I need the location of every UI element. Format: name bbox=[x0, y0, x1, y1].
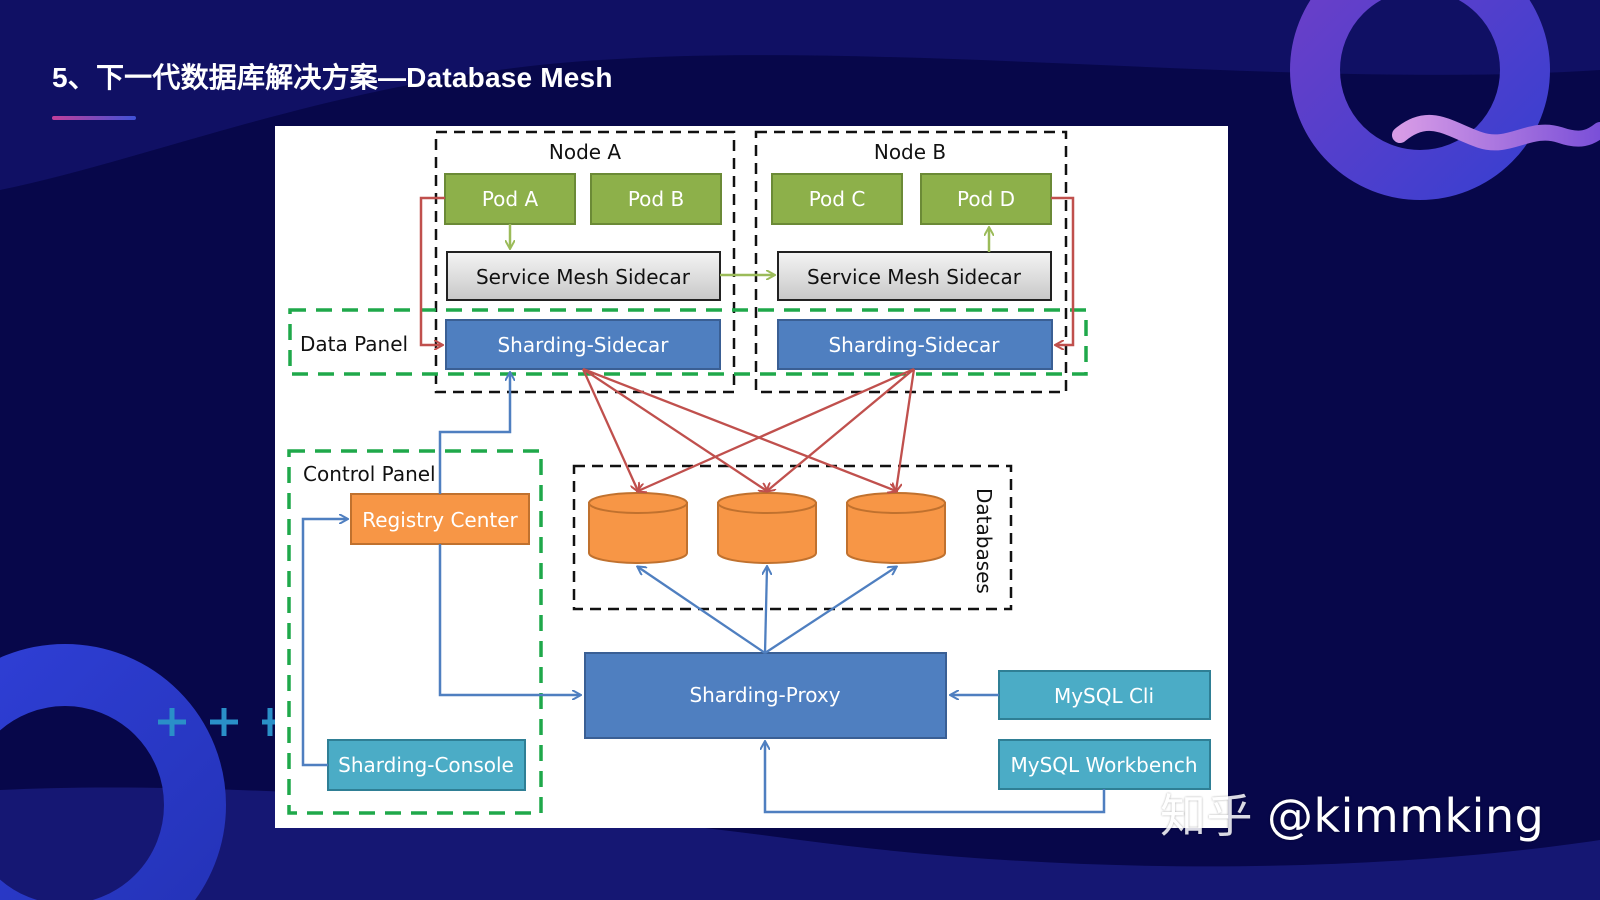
sidecar-to-db-arrows bbox=[581, 367, 916, 491]
sharding-proxy-label: Sharding-Proxy bbox=[689, 683, 840, 707]
service-mesh-sidecar-b-label: Service Mesh Sidecar bbox=[807, 265, 1022, 289]
decor-ring-top bbox=[1290, 0, 1550, 200]
database-cylinder[interactable] bbox=[717, 492, 817, 564]
data-panel-container bbox=[288, 308, 1088, 376]
sidecar-to-db-arrow bbox=[581, 368, 638, 491]
service-mesh-sidecar-a-label: Service Mesh Sidecar bbox=[476, 265, 691, 289]
proxy-to-db-arrows bbox=[638, 567, 896, 654]
proxy-to-db-arrow bbox=[638, 567, 766, 654]
databases-label: Databases bbox=[972, 488, 996, 594]
sidecar-to-db-arrow bbox=[582, 367, 896, 491]
decor-plus-signs bbox=[158, 708, 276, 736]
control-panel-container bbox=[287, 449, 543, 815]
data-panel-label: Data Panel bbox=[300, 332, 408, 356]
sharding-sidecar-b-label: Sharding-Sidecar bbox=[828, 333, 1000, 357]
bg-wave-top bbox=[0, 0, 1600, 190]
title-underline bbox=[52, 116, 136, 120]
pod-d-label: Pod D bbox=[957, 187, 1015, 211]
sidecar-to-db-arrow bbox=[582, 368, 767, 491]
registry-center[interactable]: Registry Center bbox=[350, 493, 530, 545]
architecture-diagram: Node A Node B Data Panel Pod A Pod B Pod… bbox=[275, 126, 1228, 828]
node-a-container bbox=[434, 130, 736, 394]
node-b-label: Node B bbox=[874, 140, 946, 164]
database-cylinder[interactable] bbox=[846, 492, 946, 564]
service-mesh-sidecar-a[interactable]: Service Mesh Sidecar bbox=[446, 251, 721, 301]
mysql-cli-label: MySQL Cli bbox=[1054, 684, 1154, 708]
arrow-pod-a-to-sharding-sidecar bbox=[419, 196, 445, 345]
control-panel-label: Control Panel bbox=[303, 462, 436, 486]
proxy-to-db-arrow bbox=[765, 567, 767, 654]
arrow-registry-to-proxy bbox=[438, 544, 580, 695]
mysql-cli[interactable]: MySQL Cli bbox=[998, 670, 1211, 720]
watermark: 知乎 @kimmking bbox=[1160, 780, 1544, 846]
pod-b[interactable]: Pod B bbox=[590, 173, 722, 225]
mysql-workbench[interactable]: MySQL Workbench bbox=[998, 739, 1211, 790]
arrow-workbench-to-proxy bbox=[765, 742, 1106, 814]
pod-d[interactable]: Pod D bbox=[920, 173, 1052, 225]
watermark-site: 知乎 bbox=[1160, 789, 1253, 843]
arrow-console-to-registry bbox=[301, 519, 347, 767]
decor-squiggle bbox=[1392, 115, 1600, 151]
decor-ring-bottom bbox=[0, 644, 226, 900]
node-a-label: Node A bbox=[549, 140, 622, 164]
sharding-console-label: Sharding-Console bbox=[338, 753, 514, 777]
pod-c-label: Pod C bbox=[809, 187, 866, 211]
pod-a-label: Pod A bbox=[482, 187, 539, 211]
databases-container bbox=[572, 464, 1013, 611]
sharding-sidecar-b[interactable]: Sharding-Sidecar bbox=[777, 319, 1053, 370]
registry-center-label: Registry Center bbox=[362, 508, 518, 532]
mysql-workbench-label: MySQL Workbench bbox=[1010, 753, 1197, 777]
pod-c[interactable]: Pod C bbox=[771, 173, 903, 225]
arrow-registry-to-sidecar bbox=[438, 373, 510, 494]
sharding-sidecar-a-label: Sharding-Sidecar bbox=[497, 333, 669, 357]
pod-a[interactable]: Pod A bbox=[444, 173, 576, 225]
pod-b-label: Pod B bbox=[628, 187, 684, 211]
service-mesh-sidecar-b[interactable]: Service Mesh Sidecar bbox=[777, 251, 1052, 301]
sharding-sidecar-a[interactable]: Sharding-Sidecar bbox=[445, 319, 721, 370]
database-cylinder[interactable] bbox=[588, 492, 688, 564]
database-group bbox=[588, 492, 946, 564]
sharding-proxy[interactable]: Sharding-Proxy bbox=[584, 652, 947, 739]
proxy-to-db-arrow bbox=[764, 567, 896, 654]
arrow-pod-d-to-sharding-sidecar bbox=[1051, 196, 1075, 345]
sharding-console[interactable]: Sharding-Console bbox=[327, 739, 526, 791]
watermark-handle: @kimmking bbox=[1267, 789, 1545, 843]
sidecar-to-db-arrow bbox=[638, 367, 915, 491]
slide-title: 5、下一代数据库解决方案—Database Mesh bbox=[52, 62, 613, 93]
sidecar-to-db-arrow bbox=[767, 368, 915, 491]
sidecar-to-db-arrow bbox=[896, 368, 916, 491]
